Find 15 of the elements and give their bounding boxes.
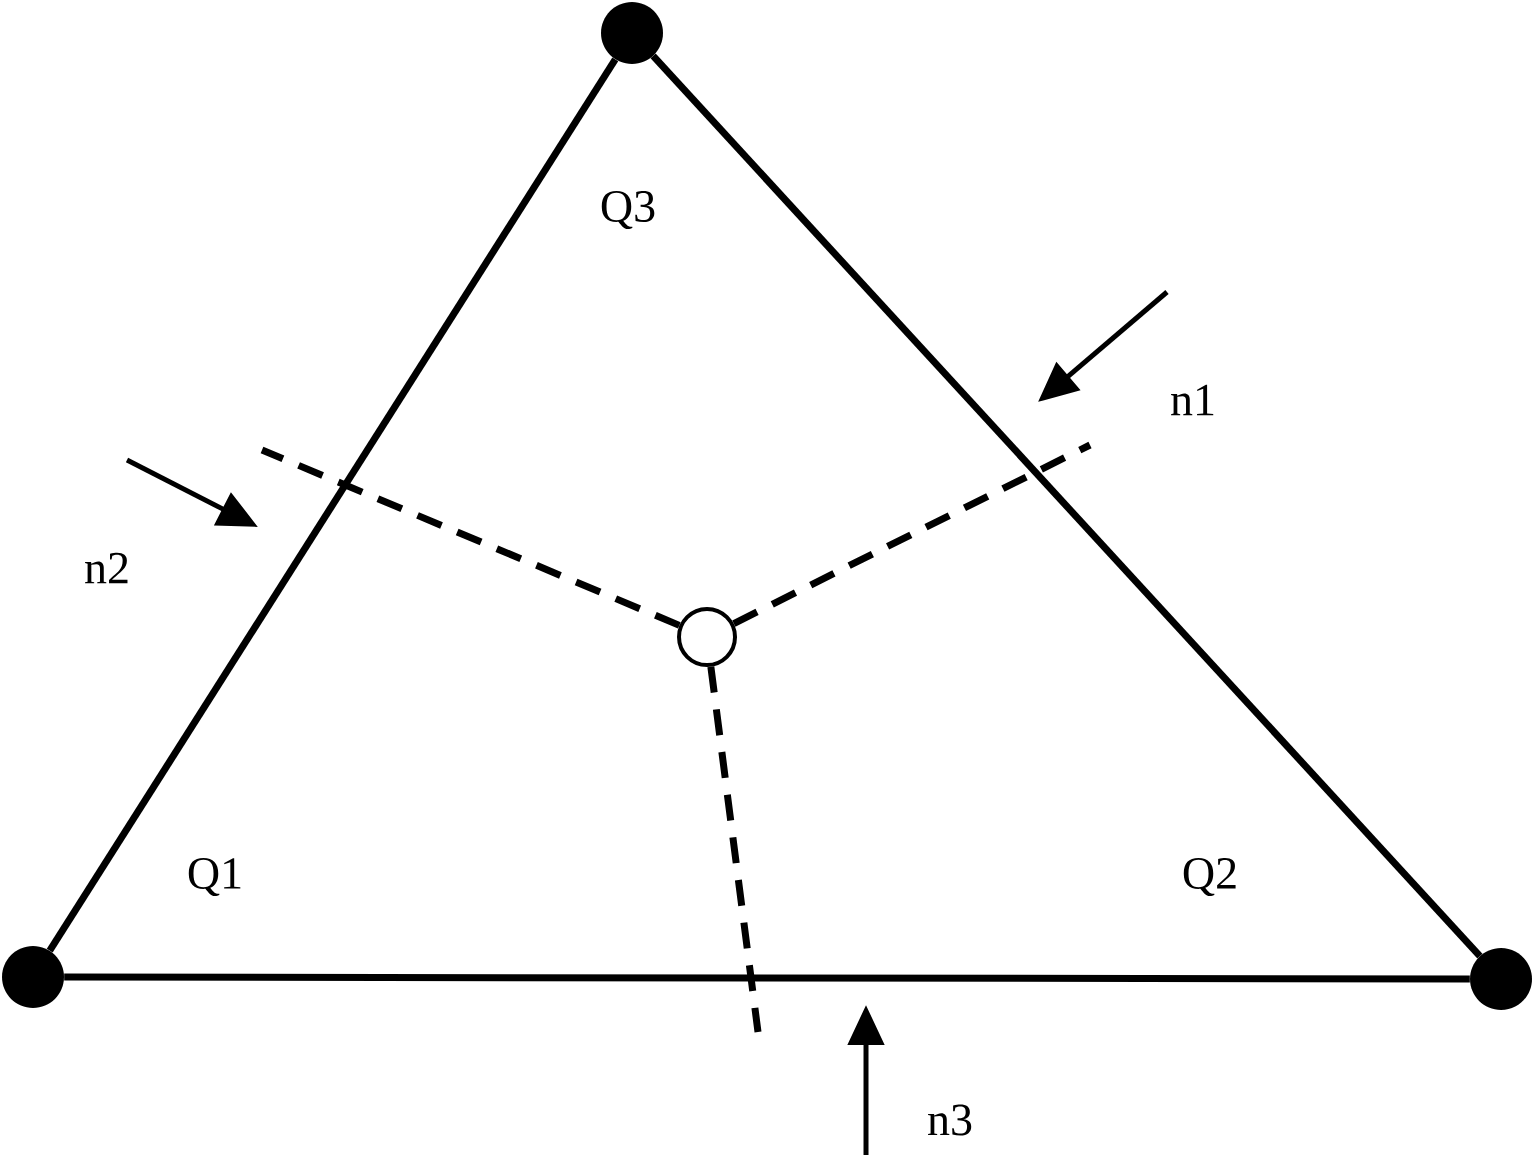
triangle-side [650,53,1483,959]
vertex-dot [1470,948,1532,1010]
label: n1 [1171,384,1214,416]
label: Q2 [1183,858,1236,896]
label: Q3 [601,191,655,229]
center-circle [677,607,737,667]
triangle-side [46,57,619,953]
dashed-line [707,666,762,1033]
dashed-line [260,446,681,629]
label: Q1 [188,858,241,896]
dashed-line [732,441,1092,627]
label: n3 [928,1104,972,1136]
label: n2 [85,552,128,584]
vertex-dot [601,2,663,64]
vertex-dot [2,946,64,1008]
